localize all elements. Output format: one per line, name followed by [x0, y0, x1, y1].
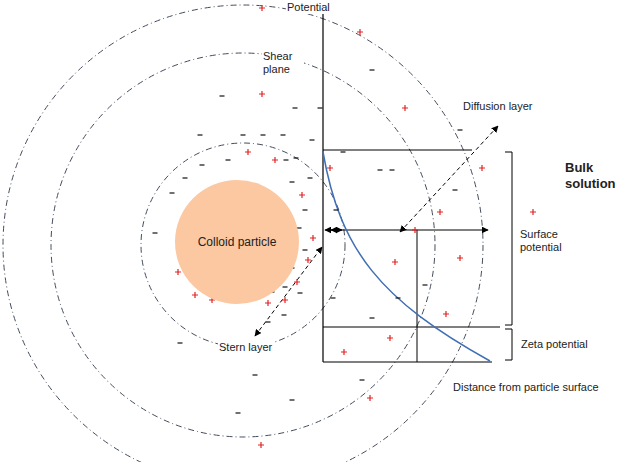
negative-charge [423, 284, 428, 285]
axis-title: Distance from particle surface [452, 381, 600, 394]
positive-charge [457, 255, 463, 261]
positive-charge [437, 209, 443, 215]
positive-charge [387, 335, 393, 341]
layer-label: Stern layer [218, 341, 273, 354]
negative-charge [282, 314, 287, 315]
negative-charge [334, 209, 339, 210]
positive-charge [310, 235, 316, 241]
positive-charge [272, 157, 278, 163]
negative-charge [153, 232, 158, 233]
layer-circles [3, 5, 483, 462]
negative-charge [253, 374, 258, 375]
negative-charge [226, 159, 231, 160]
positive-charge [341, 349, 347, 355]
positive-charge [245, 149, 251, 155]
negative-charge [241, 134, 246, 135]
negative-charge [370, 69, 375, 70]
negative-charge [308, 177, 313, 178]
negative-charge [261, 134, 266, 135]
positive-charge [367, 395, 373, 401]
positive-charge [530, 209, 536, 215]
colloid-particle: Colloid particle [175, 180, 299, 304]
axes [323, 6, 492, 362]
bracket-label: Zeta potential [520, 338, 589, 351]
negative-charge [341, 151, 346, 152]
negative-charge [281, 134, 286, 135]
positive-charge [299, 192, 305, 198]
negative-charge [283, 286, 288, 287]
negative-charge [303, 209, 308, 210]
negative-charge [370, 317, 375, 318]
negative-charge [303, 249, 308, 250]
negative-charge [290, 399, 295, 400]
negative-charge [170, 192, 175, 193]
positive-charge [327, 165, 333, 171]
negative-charge [458, 129, 463, 130]
negative-charge [298, 292, 303, 293]
negative-charge [200, 164, 205, 165]
positive-charge [259, 5, 265, 11]
guide-lines [323, 150, 512, 362]
negative-charge [178, 342, 183, 343]
positive-charge [294, 279, 300, 285]
layer-label: Shear plane [262, 50, 304, 76]
bracket-label: Surface potential [519, 228, 583, 254]
negative-charge [318, 107, 323, 108]
axis-title: Potential [286, 1, 331, 14]
positive-charge [392, 259, 398, 265]
negative-charge [198, 134, 203, 135]
negative-charge [284, 159, 289, 160]
negative-charge [331, 297, 336, 298]
positive-charge [175, 269, 181, 275]
positive-charge [357, 29, 363, 35]
positive-charge [259, 91, 265, 97]
negative-charge [220, 95, 225, 96]
negative-charge [453, 189, 458, 190]
negative-charge [396, 297, 401, 298]
negative-charge [360, 379, 365, 380]
potential-curve [323, 152, 490, 361]
positive-charge [402, 105, 408, 111]
negative-charge [183, 177, 188, 178]
positive-charge [258, 442, 264, 448]
positive-charge [412, 227, 418, 233]
negative-charge [293, 107, 298, 108]
positive-charge [282, 297, 288, 303]
positive-charge [305, 257, 311, 263]
layer-label: Diffusion layer [462, 100, 534, 113]
negative-charge [294, 157, 299, 158]
positive-charge [265, 300, 271, 306]
positive-charge [479, 165, 485, 171]
negative-charge [378, 169, 383, 170]
positive-charge [192, 292, 198, 298]
negative-charge [290, 181, 295, 182]
positive-charge [443, 311, 449, 317]
region-label: Bulk solution [564, 160, 632, 191]
particle-label: Colloid particle [187, 235, 286, 249]
negative-charge [236, 412, 241, 413]
negative-charge [390, 169, 395, 170]
negative-charge [266, 321, 271, 322]
negative-charge [310, 139, 315, 140]
